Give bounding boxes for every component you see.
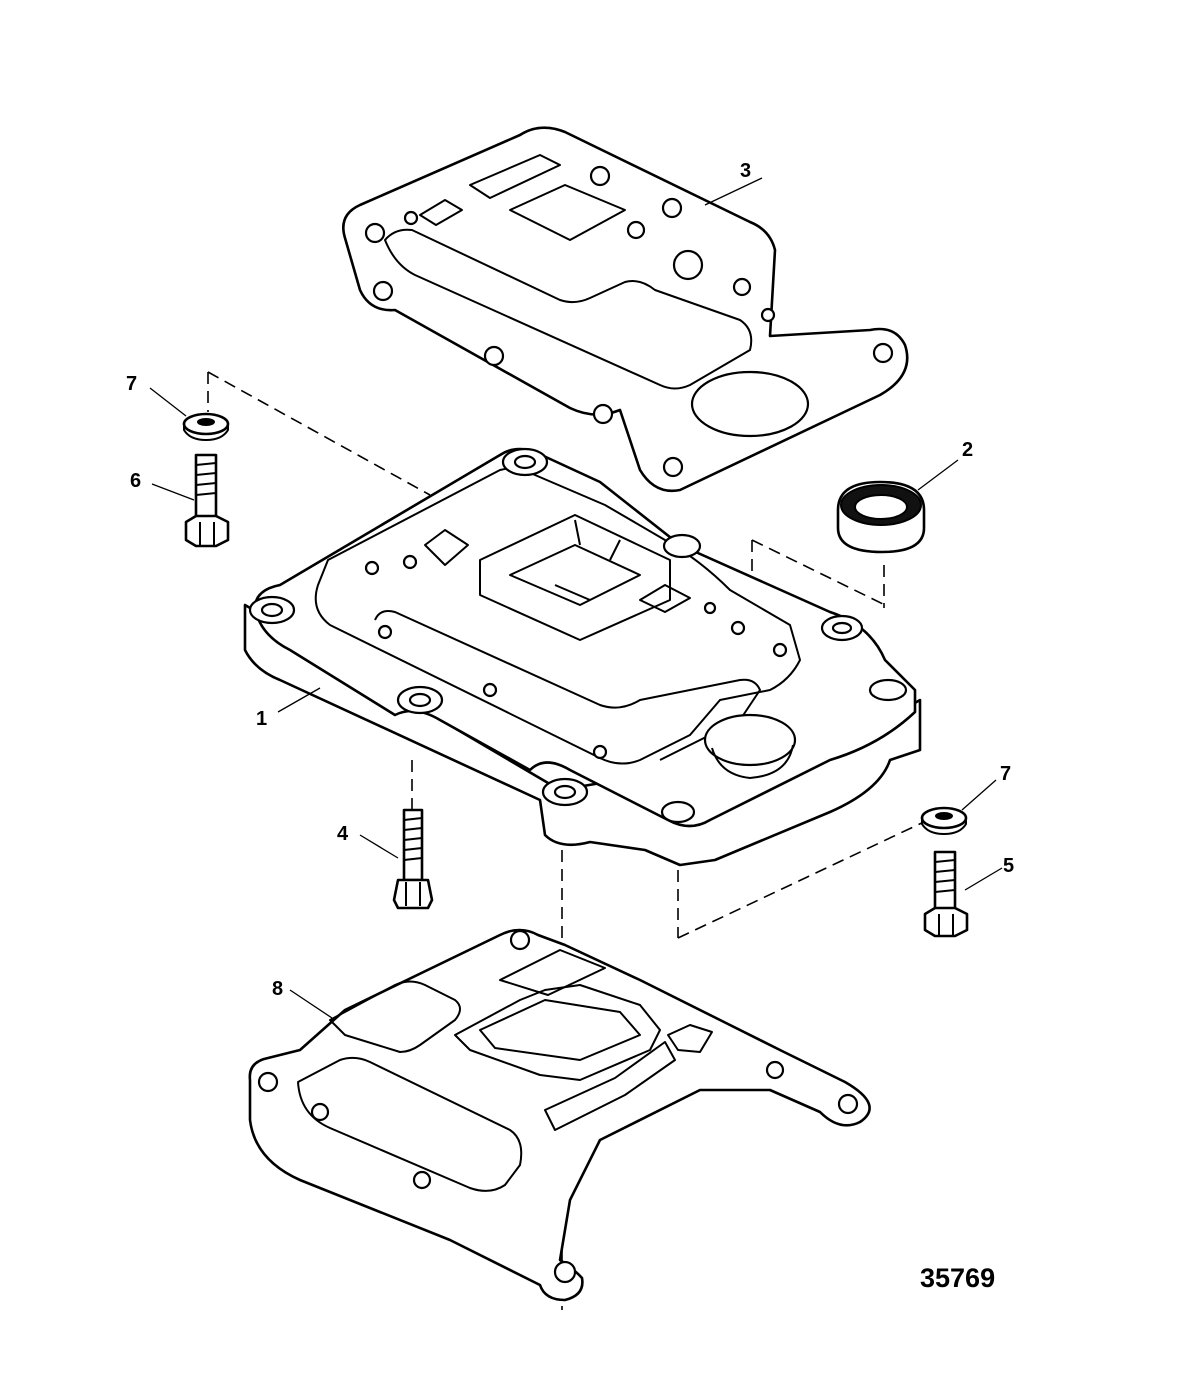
callout-2: 2 — [962, 439, 973, 461]
figure-number: 35769 — [920, 1263, 995, 1293]
washer-lower — [920, 806, 968, 835]
callout-7-upper: 7 — [126, 373, 137, 395]
bolt-6 — [184, 453, 230, 548]
bolt-5 — [923, 850, 969, 938]
bolt-4 — [392, 808, 434, 910]
callout-4: 4 — [337, 823, 349, 845]
upper-gasket — [342, 126, 909, 493]
cover-plate — [243, 447, 922, 867]
callout-7-lower: 7 — [1000, 763, 1011, 785]
callout-labels: 3 2 1 4 5 6 7 7 8 — [126, 160, 1014, 1000]
callout-5: 5 — [1003, 855, 1014, 877]
seal — [836, 480, 926, 554]
callout-3: 3 — [740, 160, 751, 182]
callout-1: 1 — [256, 708, 267, 730]
washer-upper — [182, 412, 230, 441]
leader-lines — [149, 177, 1003, 1019]
lower-gasket — [248, 928, 871, 1302]
callout-8: 8 — [272, 978, 283, 1000]
callout-6: 6 — [130, 470, 141, 492]
